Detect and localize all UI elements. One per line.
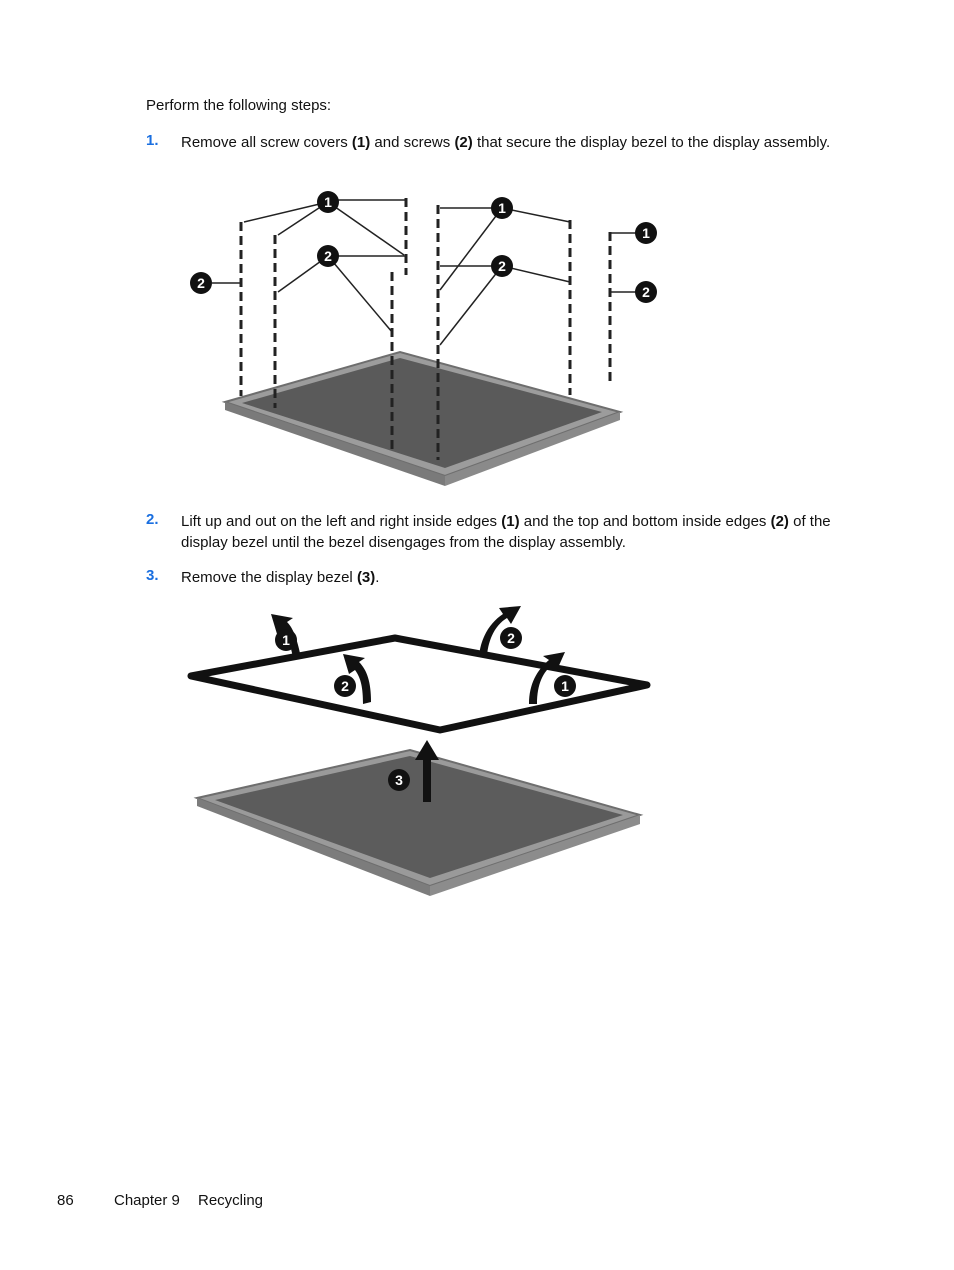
- callout-2-icon: 2: [500, 627, 522, 649]
- chapter-label: Chapter 9: [114, 1192, 180, 1209]
- svg-text:2: 2: [507, 630, 515, 646]
- callout-1-icon: 1: [317, 191, 339, 213]
- arrow-up-icon: [529, 652, 565, 704]
- callout-1-icon: 1: [635, 222, 657, 244]
- arrow-up-icon: [415, 740, 439, 802]
- svg-text:1: 1: [324, 194, 332, 210]
- arrow-up-icon: [343, 654, 371, 704]
- step-3-number: 3.: [146, 567, 159, 584]
- svg-text:1: 1: [282, 632, 290, 648]
- screw-removal-figure: 1 2 2 1 2 1 2: [190, 191, 657, 486]
- callout-2-icon: 2: [317, 245, 339, 267]
- svg-text:1: 1: [498, 200, 506, 216]
- step-2-text: Lift up and out on the left and right in…: [181, 513, 831, 551]
- callout-2-icon: 2: [491, 255, 513, 277]
- section-label: Recycling: [198, 1192, 264, 1209]
- callout-2-icon: 2: [190, 272, 212, 294]
- callout-1-icon: 1: [491, 197, 513, 219]
- svg-text:2: 2: [324, 248, 332, 264]
- callout-1-icon: 1: [275, 629, 297, 651]
- page-number: 86: [57, 1192, 74, 1209]
- svg-text:1: 1: [561, 678, 569, 694]
- svg-text:1: 1: [642, 225, 650, 241]
- intro-text: Perform the following steps:: [146, 97, 332, 114]
- bezel-removal-figure: 1 2 2 1 3: [187, 606, 651, 896]
- svg-text:2: 2: [341, 678, 349, 694]
- arrow-up-icon: [479, 606, 521, 656]
- step-2-number: 2.: [146, 511, 159, 528]
- svg-text:3: 3: [395, 772, 403, 788]
- callout-3-icon: 3: [388, 769, 410, 791]
- svg-text:2: 2: [197, 275, 205, 291]
- step-1-number: 1.: [146, 132, 159, 149]
- svg-text:2: 2: [642, 284, 650, 300]
- callout-2-icon: 2: [334, 675, 356, 697]
- svg-text:2: 2: [498, 258, 506, 274]
- step-1-text: Remove all screw covers (1) and screws (…: [181, 134, 831, 151]
- callout-1-icon: 1: [554, 675, 576, 697]
- callout-2-icon: 2: [635, 281, 657, 303]
- step-3-text: Remove the display bezel (3).: [181, 569, 380, 586]
